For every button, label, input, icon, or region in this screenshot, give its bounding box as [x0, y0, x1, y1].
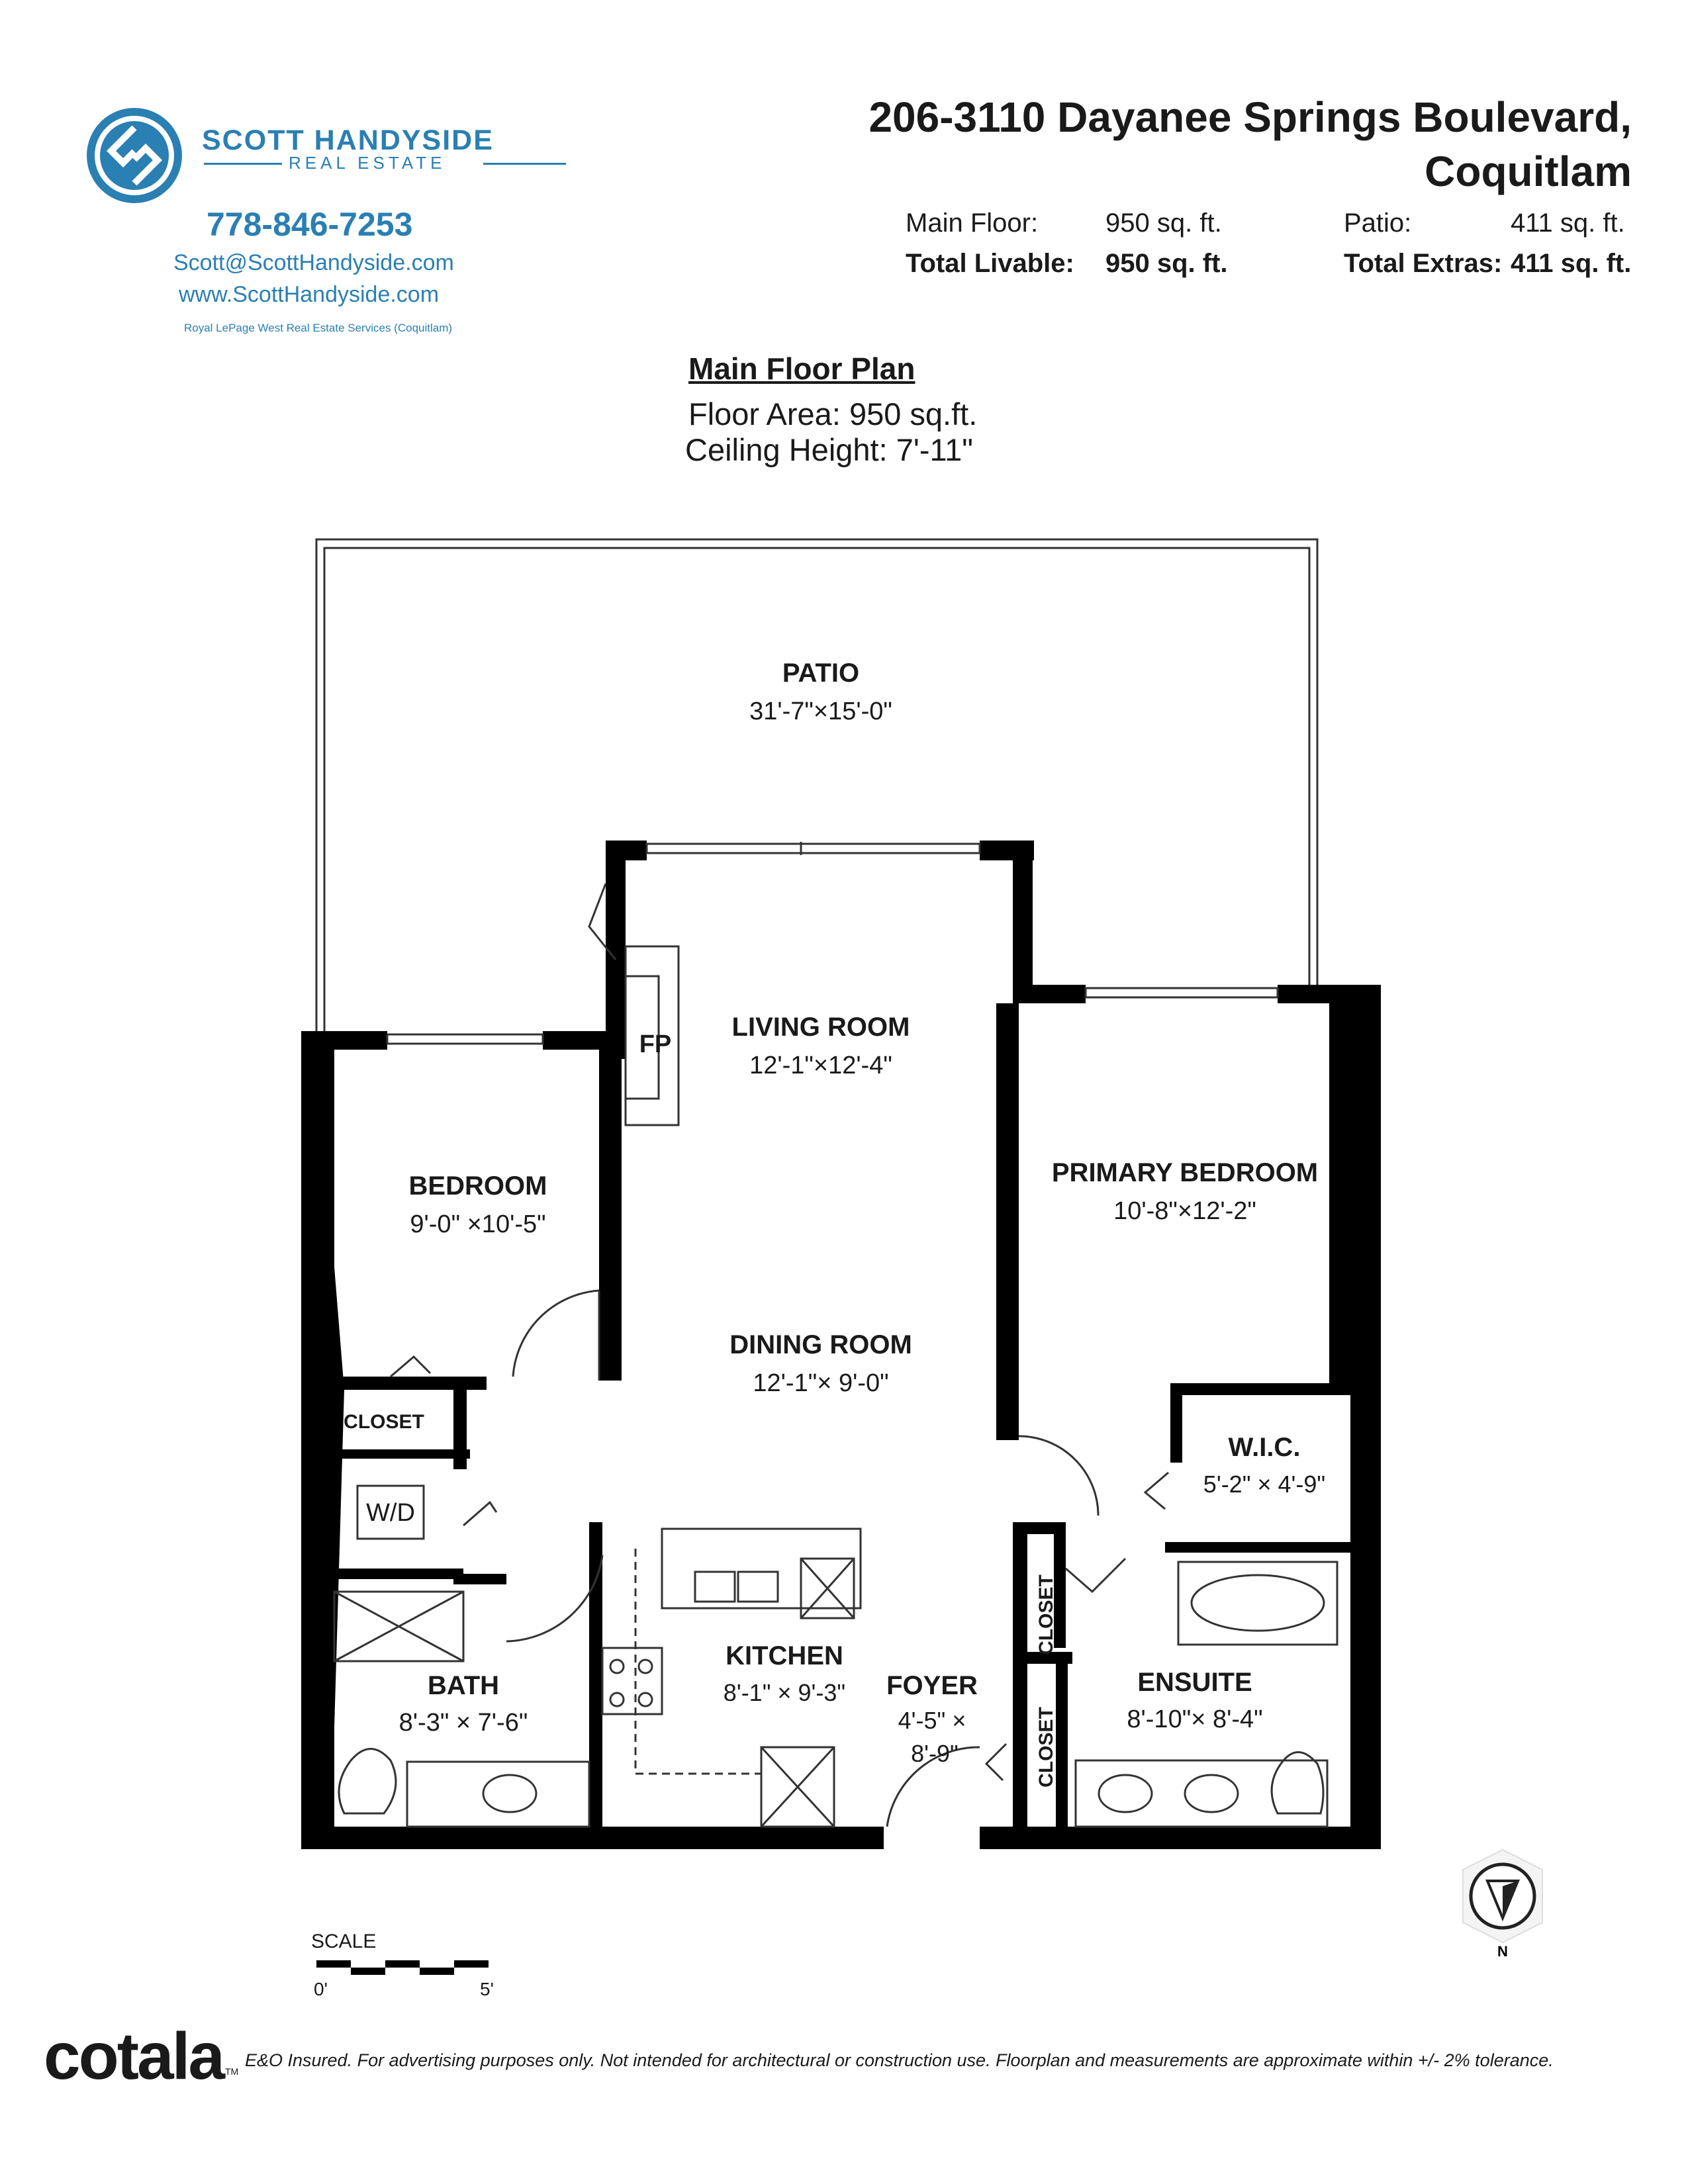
brand-divider-right	[483, 163, 566, 165]
brand-subtitle: REAL ESTATE	[289, 153, 446, 173]
patio-area-value: 411 sq. ft.	[1511, 208, 1625, 238]
primary-bedroom-label: PRIMARY BEDROOM	[1052, 1158, 1318, 1187]
foyer-label: FOYER	[886, 1671, 978, 1700]
living-room-label: LIVING ROOM	[732, 1013, 910, 1042]
address-line-1: 206-3110 Dayanee Springs Boulevard,	[868, 93, 1632, 141]
compass-north-label: N	[1497, 1943, 1508, 1959]
bath-fixtures	[333, 1561, 1338, 1828]
plan-title: Main Floor Plan	[688, 351, 915, 386]
exterior-walls	[301, 841, 1381, 1849]
windows	[386, 842, 1279, 1045]
total-livable-label: Total Livable:	[906, 249, 1074, 278]
contact-website[interactable]: www.ScottHandyside.com	[179, 282, 440, 307]
bedroom-label: BEDROOM	[409, 1171, 547, 1201]
kitchen-dims: 8'-1" × 9'-3"	[724, 1679, 845, 1706]
main-floor-label: Main Floor:	[906, 208, 1039, 238]
scale-end: 5'	[480, 1979, 494, 1999]
brokerage-name: Royal LePage West Real Estate Services (…	[184, 322, 453, 334]
patio-label: PATIO	[782, 659, 859, 688]
disclaimer: E&O Insured. For advertising purposes on…	[245, 2050, 1554, 2070]
fireplace	[624, 945, 680, 1126]
patio-outline	[315, 538, 1319, 1038]
plan-floor-area: Floor Area: 950 sq.ft.	[688, 396, 978, 432]
cotala-logo: cotala	[44, 2019, 225, 2093]
brand-divider-left	[204, 163, 282, 165]
contact-email[interactable]: Scott@ScottHandyside.com	[173, 250, 454, 275]
foyer-closet-upper-label: CLOSET	[1035, 1574, 1057, 1655]
doors	[390, 883, 1169, 1827]
total-extras-value: 411 sq. ft.	[1511, 249, 1632, 278]
plan-ceiling-height: Ceiling Height: 7'-11"	[685, 432, 973, 467]
living-room-dims: 12'-1"×12'-4"	[749, 1052, 892, 1079]
foyer-dims-line1: 4'-5" ×	[898, 1707, 966, 1734]
contact-phone[interactable]: 778-846-7253	[207, 206, 413, 243]
primary-bedroom-dims: 10'-8"×12'-2"	[1113, 1197, 1256, 1225]
bedroom-dims: 9'-0" ×10'-5"	[410, 1210, 545, 1238]
foyer-dims-line2: 8'-9"	[911, 1740, 959, 1767]
scale-start: 0'	[314, 1979, 328, 1999]
dining-room-dims: 12'-1"× 9'-0"	[753, 1369, 888, 1397]
bedroom-closet-label: CLOSET	[344, 1411, 424, 1433]
total-livable-value: 950 sq. ft.	[1105, 249, 1228, 278]
floor-plan: PATIO 31'-7"×15'-0" FP LIVING ROOM 12'-1…	[301, 538, 1381, 1849]
wic-label: W.I.C.	[1229, 1433, 1301, 1462]
scale-label: SCALE	[311, 1931, 377, 1952]
brand-name: SCOTT HANDYSIDE	[202, 124, 494, 156]
kitchen-label: KITCHEN	[726, 1641, 843, 1670]
wic-dims: 5'-2" × 4'-9"	[1203, 1471, 1325, 1498]
ensuite-dims: 8'-10"× 8'-4"	[1127, 1706, 1262, 1733]
wd-label: W/D	[366, 1499, 415, 1527]
foyer-closet-lower-label: CLOSET	[1035, 1707, 1057, 1788]
bath-label: BATH	[428, 1671, 499, 1700]
interior-walls	[301, 1003, 1356, 1846]
ensuite-label: ENSUITE	[1137, 1668, 1252, 1697]
dining-room-label: DINING ROOM	[729, 1330, 912, 1359]
cotala-trademark: TM	[225, 2066, 239, 2077]
scale-bar	[316, 1960, 489, 1975]
kitchen-fixtures	[601, 1527, 862, 1828]
brand-logo-icon	[87, 108, 182, 203]
fireplace-label: FP	[639, 1030, 672, 1058]
north-compass-icon: N	[1462, 1848, 1543, 1959]
main-floor-value: 950 sq. ft.	[1105, 208, 1222, 238]
patio-area-label: Patio:	[1344, 208, 1412, 238]
address-line-2: Coquitlam	[1425, 148, 1632, 195]
bath-dims: 8'-3" × 7'-6"	[399, 1709, 528, 1737]
total-extras-label: Total Extras:	[1344, 249, 1503, 278]
patio-dims: 31'-7"×15'-0"	[749, 698, 892, 725]
wd-unit	[356, 1484, 425, 1540]
